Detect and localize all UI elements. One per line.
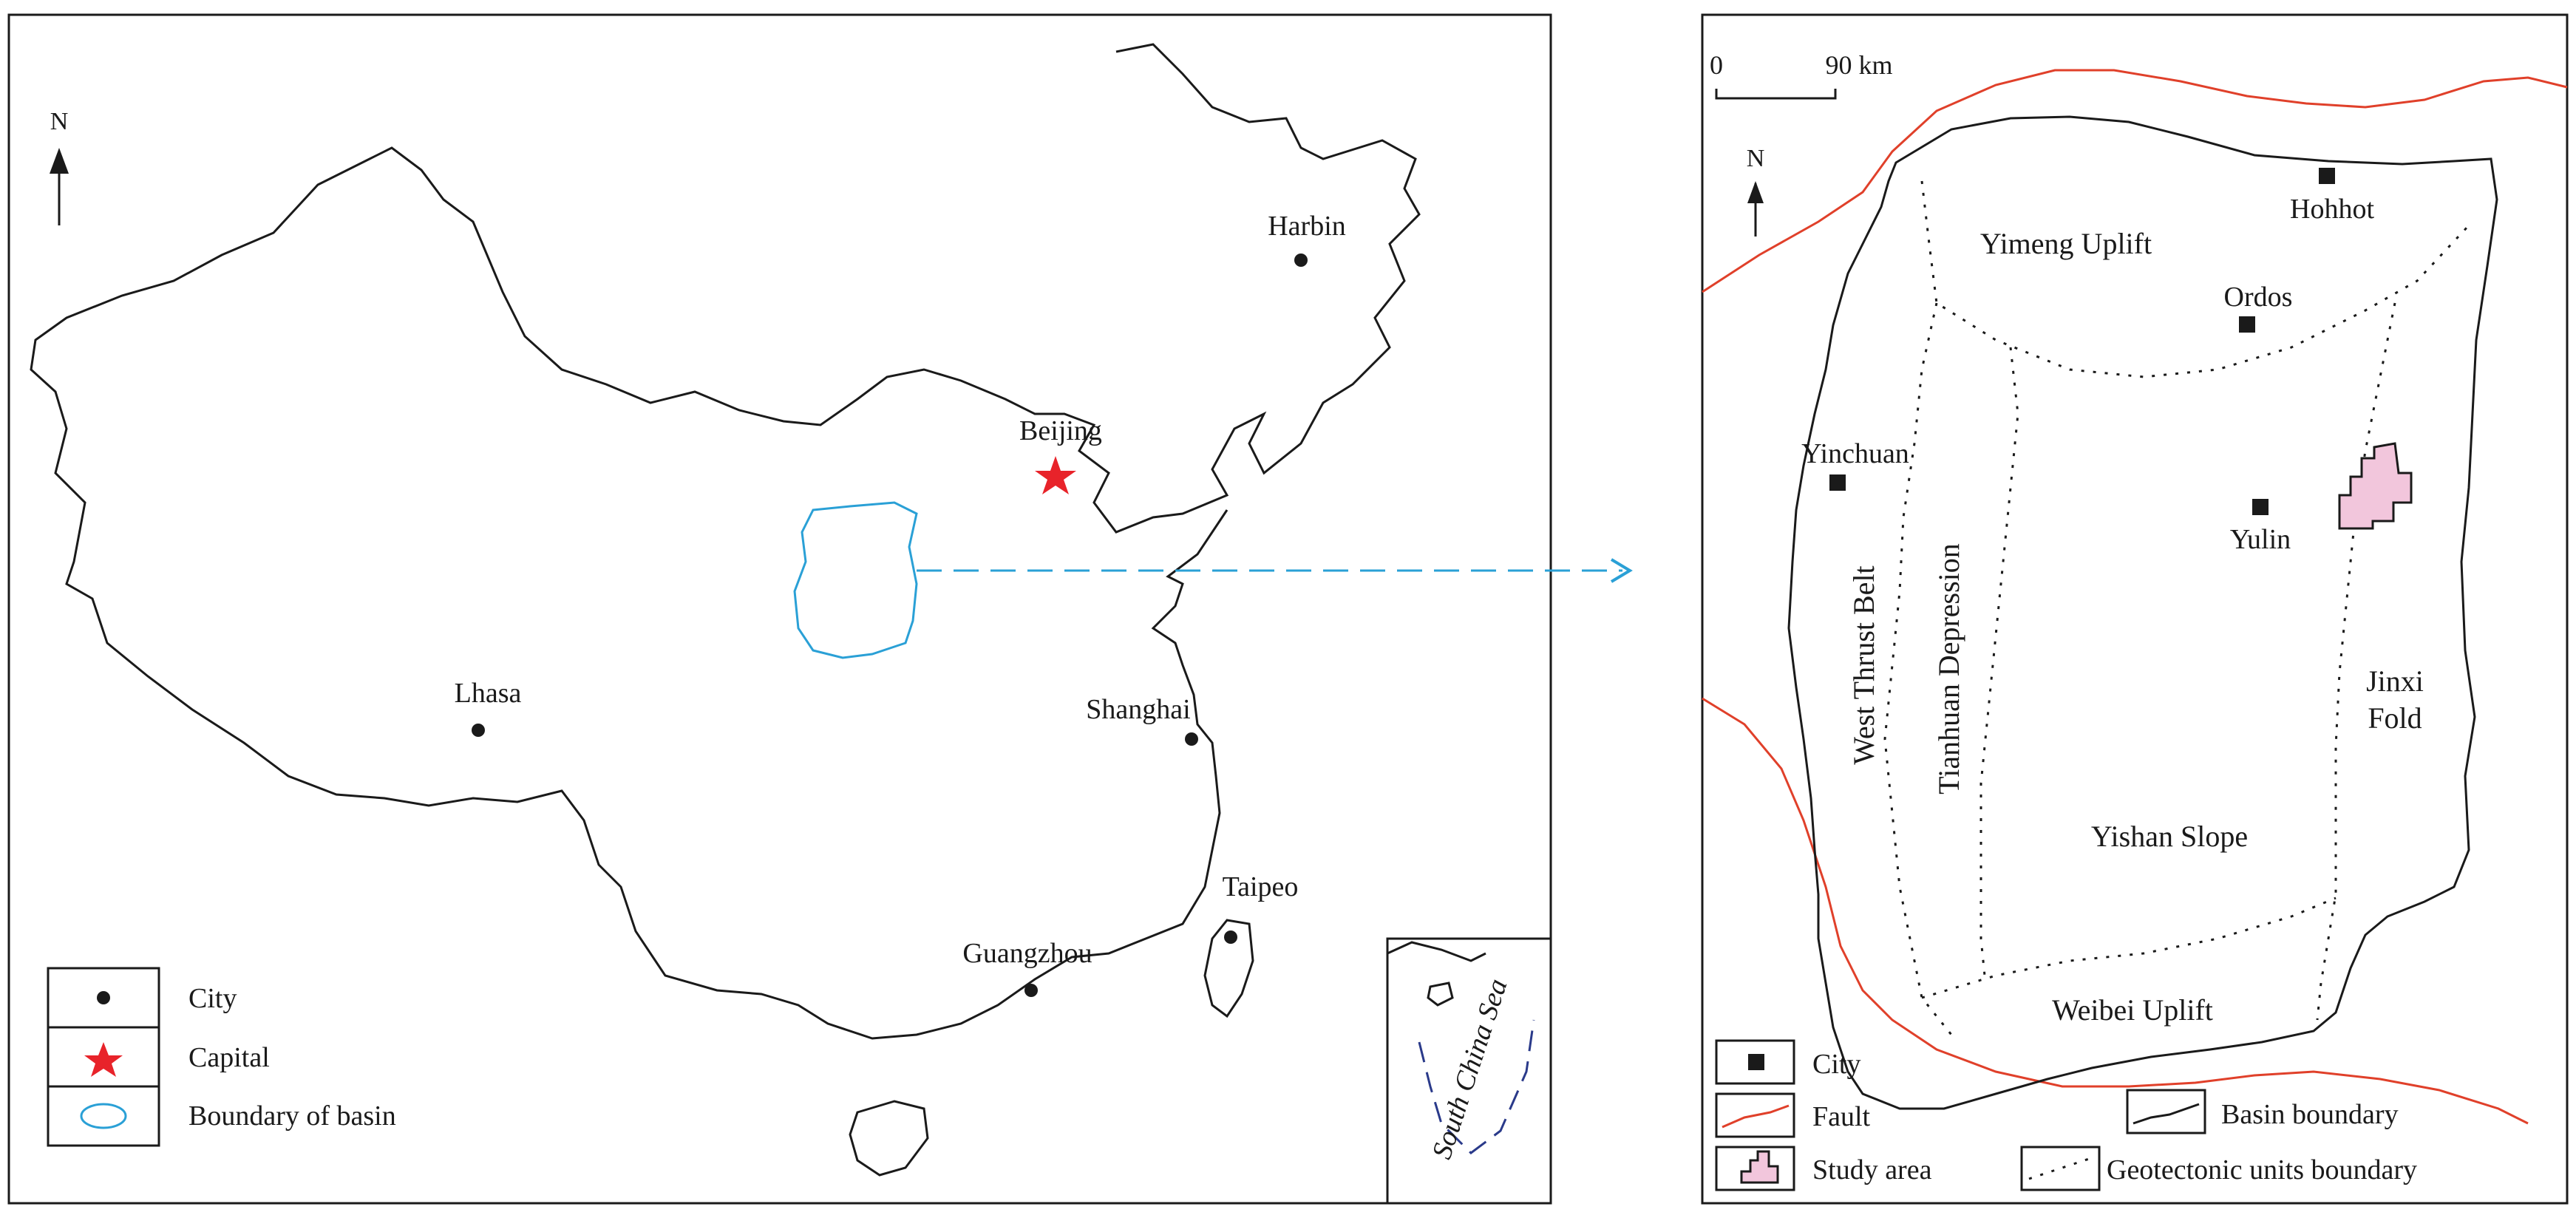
inset-island [1427,981,1454,1007]
left-map-panel: N Harbin Lhasa Shanghai Guangzhou Taipeo… [7,13,1633,1205]
legend-basin-icon [80,1103,127,1129]
legend-label-r-city: City [1812,1049,1860,1080]
legend-label-city: City [188,983,237,1014]
south-china-sea-inset: South China Sea [1386,937,1552,1205]
city-label-hohhot: Hohhot [2290,194,2374,225]
legend-label-capital: Capital [188,1042,270,1073]
capital-star-icon [1035,456,1076,494]
city-square-ordos [2239,316,2255,333]
boundary-west-thrust [1883,302,1953,1035]
study-area-polygon [2338,442,2413,530]
boundary-yimeng [1920,180,2470,378]
city-label-yinchuan: Yinchuan [1801,438,1909,469]
geotectonic-boundaries [1883,180,2470,1035]
legend-city-dot-icon [97,991,110,1004]
boundary-tianhuan [1979,347,2019,976]
hainan-outline [849,1100,929,1177]
legend-label-basin: Boundary of basin [188,1100,396,1132]
left-legend: City Capital Boundary of basin [47,967,396,1147]
city-label-shanghai: Shanghai [1086,694,1190,725]
boundary-jinxi [2316,302,2396,1021]
right-north-arrow-icon [1747,181,1764,203]
legend-geotectonic-icon [2028,1156,2094,1180]
legend-label-fault: Fault [1812,1101,1871,1132]
basin-boundary-outline [793,501,918,659]
legend-box-fault [1715,1092,1795,1138]
city-label-harbin: Harbin [1268,211,1346,242]
scale-start-label: 0 [1710,50,1723,80]
legend-box-basin-r [2126,1089,2206,1134]
unit-label-yimeng-uplift: Yimeng Uplift [1980,227,2152,260]
city-dot-lhasa [472,724,485,737]
fault-line-bottom [1702,697,2529,1125]
legend-capital-star-icon [84,1042,123,1077]
taiwan-outline [1203,919,1254,1018]
china-outline [30,43,1421,1040]
city-square-yinchuan [1829,474,1846,491]
right-legend: City Fault Study area Basin boundary Geo… [1715,1039,2417,1191]
unit-label-weibei-uplift: Weibei Uplift [2052,993,2213,1027]
city-dot-shanghai [1185,732,1198,746]
inset-dashed-boundary [1418,1019,1535,1154]
unit-label-jinxi: Jinxi [2366,664,2424,698]
left-north-label: N [50,108,69,135]
city-dot-harbin [1294,254,1308,267]
scale-end-label: 90 km [1825,50,1892,80]
city-dot-taipeo [1224,930,1237,944]
inset-frame [1386,937,1552,1205]
city-square-yulin [2252,499,2269,515]
left-map-frame [7,13,1552,1205]
fault-line-top [1702,69,2568,293]
legend-basin-boundary-icon [2132,1103,2200,1125]
legend-study-area-icon [1740,1150,1779,1184]
basin-link-arrowhead [1610,558,1633,583]
legend-box-r-city [1715,1039,1795,1085]
legend-label-geo: Geotectonic units boundary [2107,1154,2417,1185]
legend-fault-icon [1722,1104,1790,1129]
unit-label-west-thrust-belt: West Thrust Belt [1847,565,1880,764]
city-label-yulin: Yulin [2230,524,2291,555]
legend-box-geo [2020,1146,2101,1191]
city-label-ordos: Ordos [2224,282,2293,313]
unit-label-fold: Fold [2368,701,2422,735]
city-label-taipeo: Taipeo [1223,871,1299,902]
inset-coast [1387,941,1486,962]
unit-label-tianhuan-depression: Tianhuan Depression [1932,543,1965,795]
legend-box-study [1715,1146,1795,1191]
legend-label-study: Study area [1812,1154,1932,1185]
city-label-guangzhou: Guangzhou [962,938,1092,969]
boundary-weibei [1921,897,2337,999]
city-square-hohhot [2319,168,2335,184]
capital-label-beijing: Beijing [1019,415,1102,446]
right-map-panel: 0 90 km N Hohhot Ordos Yinchuan Yulin [1701,13,2569,1205]
right-north-label: N [1747,145,1765,172]
ordos-basin-boundary [1787,115,2498,1110]
unit-label-yishan-slope: Yishan Slope [2091,820,2248,853]
city-dot-guangzhou [1024,984,1038,997]
city-label-lhasa: Lhasa [455,678,522,709]
left-north-arrow-icon [50,148,69,174]
legend-label-basin-r: Basin boundary [2221,1099,2399,1130]
scale-bar [1715,89,1837,100]
right-map-frame [1701,13,2569,1205]
legend-city-square-icon [1748,1054,1764,1070]
legend-box-basin [47,1085,160,1147]
